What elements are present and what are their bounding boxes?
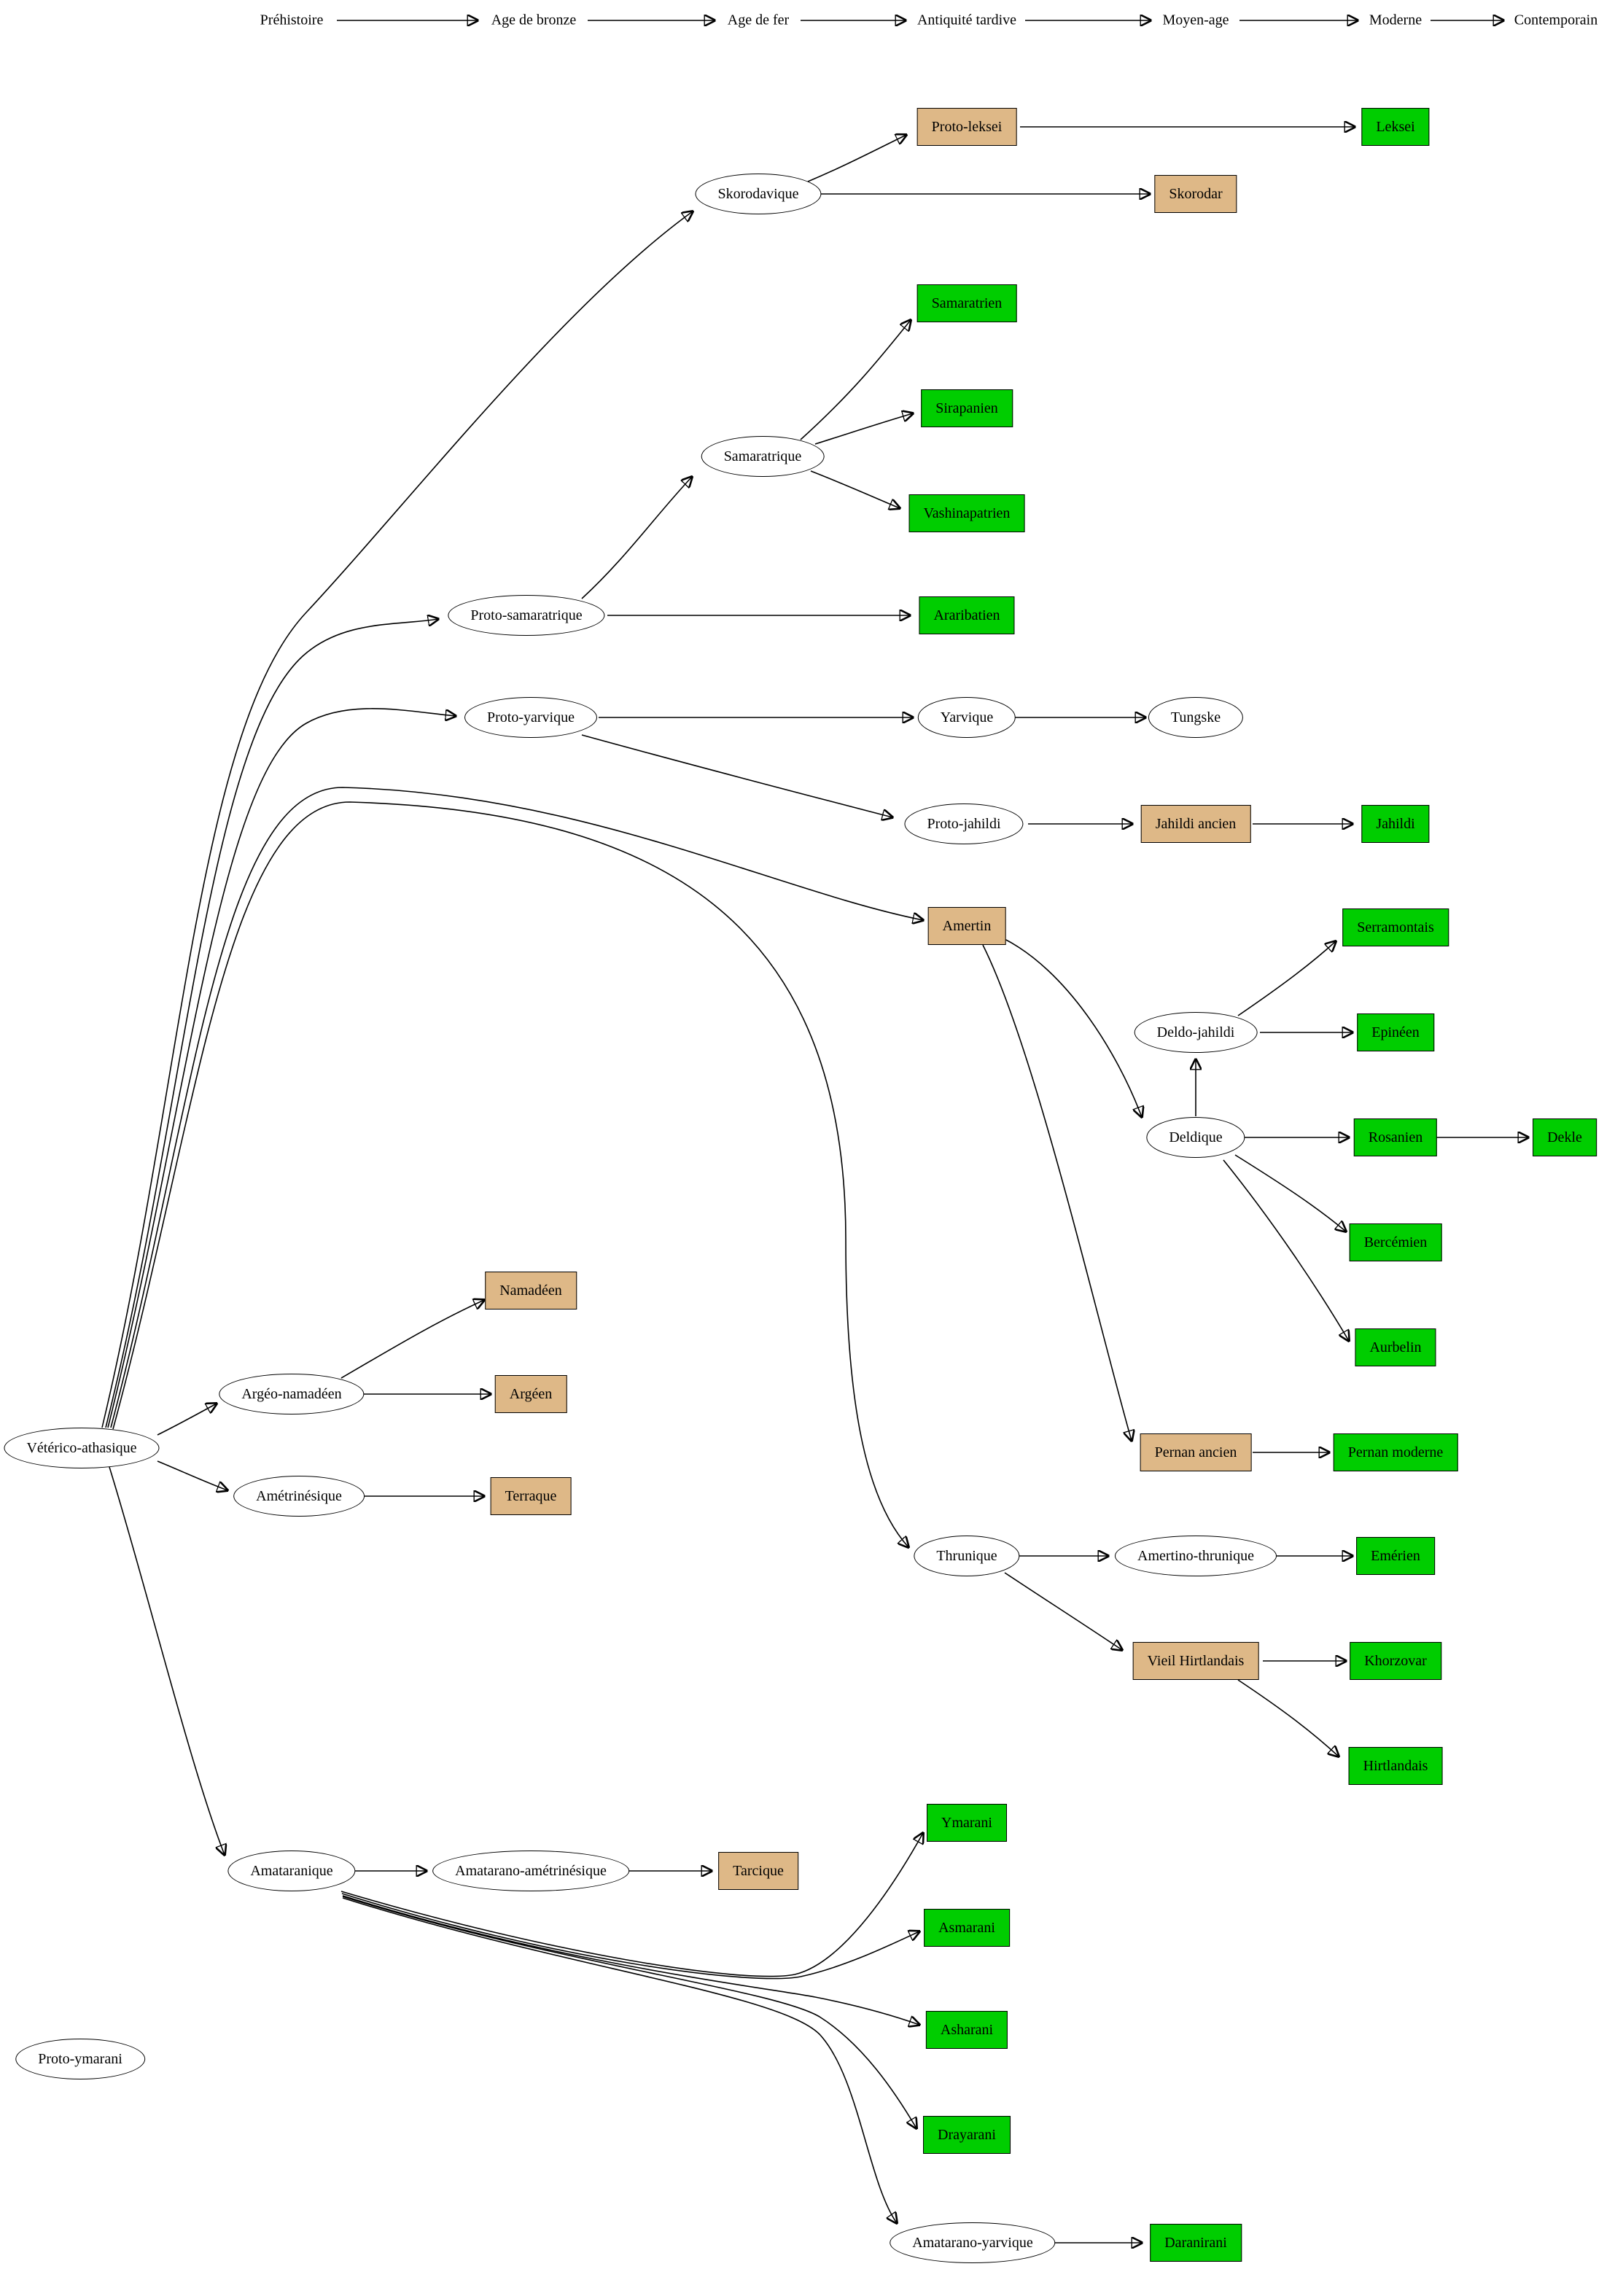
node-vieil-hirtlandais: Vieil Hirtlandais [1132, 1642, 1259, 1680]
node-khorzovar: Khorzovar [1350, 1642, 1441, 1680]
edge-deldo-jahildi-serramontais [1237, 941, 1336, 1016]
edge-veterico-athasique-argeo-namadeen [157, 1404, 217, 1436]
node-amatarano-yarvique: Amatarano-yarvique [890, 2222, 1056, 2263]
edge-veterico-athasique-skorodavique [101, 211, 693, 1428]
node-proto-jahildi: Proto-jahildi [904, 803, 1024, 844]
node-proto-ymarani: Proto-ymarani [15, 2039, 145, 2079]
edge-veterico-athasique-proto-samaratrique [105, 619, 438, 1428]
edge-vieil-hirtlandais-hirtlandais [1237, 1679, 1339, 1756]
node-argeen: Argéen [494, 1375, 567, 1413]
node-jahildi-ancien: Jahildi ancien [1140, 805, 1251, 843]
node-proto-leksei: Proto-leksei [916, 108, 1017, 146]
node-amatarano-ametrinesique: Amatarano-amétrinésique [432, 1851, 629, 1891]
timeline-period-age-de-fer: Age de fer [727, 12, 790, 28]
node-argeo-namadeen: Argéo-namadéen [219, 1374, 365, 1414]
node-tungske: Tungske [1148, 697, 1244, 738]
timeline-period-age-de-bronze: Age de bronze [491, 12, 577, 28]
node-yarvique: Yarvique [917, 697, 1016, 738]
node-sirapanien: Sirapanien [921, 389, 1013, 427]
node-samaratrien: Samaratrien [916, 284, 1017, 322]
node-daranirani: Daranirani [1150, 2224, 1242, 2262]
node-ametrinesique: Amétrinésique [233, 1476, 365, 1517]
node-dekle: Dekle [1533, 1118, 1597, 1156]
edge-samaratrique-sirapanien [814, 413, 913, 445]
node-epineen: Epinéen [1357, 1013, 1434, 1051]
node-leksei: Leksei [1361, 108, 1430, 146]
timeline-period-moderne: Moderne [1369, 12, 1422, 28]
node-tarcique: Tarcique [718, 1852, 798, 1890]
edge-veterico-athasique-ametrinesique [157, 1460, 227, 1490]
node-terraque: Terraque [490, 1477, 572, 1515]
node-bercemien: Bercémien [1349, 1223, 1442, 1261]
node-serramontais: Serramontais [1342, 908, 1449, 946]
edge-veterico-athasique-thrunique [112, 801, 908, 1547]
edge-deldique-bercemien [1234, 1154, 1346, 1231]
node-pernan-ancien: Pernan ancien [1140, 1433, 1252, 1471]
node-skorodar: Skorodar [1154, 175, 1237, 213]
node-proto-samaratrique: Proto-samaratrique [448, 595, 605, 636]
edge-amertin-deldique [1003, 938, 1142, 1117]
edge-skorodavique-proto-leksei [807, 135, 906, 182]
node-deldique: Deldique [1146, 1117, 1245, 1158]
node-asmarani: Asmarani [924, 1909, 1010, 1947]
node-asharani: Asharani [925, 2011, 1008, 2049]
edge-amataranique-ymarani [340, 1833, 923, 1977]
edge-amataranique-amatarano-yarvique [342, 1897, 897, 2223]
edge-samaratrique-vashinapatrien [810, 470, 900, 508]
edge-amataranique-drayarani [342, 1896, 916, 2128]
node-ymarani: Ymarani [927, 1804, 1007, 1842]
node-emerien: Emérien [1356, 1537, 1435, 1575]
edge-deldique-aurbelin [1223, 1159, 1349, 1341]
node-araribatien: Araribatien [919, 596, 1015, 634]
edge-thrunique-vieil-hirtlandais [1004, 1572, 1122, 1650]
edge-amertin-pernan-ancien [982, 944, 1132, 1441]
edge-proto-samaratrique-samaratrique [581, 477, 692, 599]
node-namadeen: Namadéen [485, 1272, 577, 1310]
node-samaratrique: Samaratrique [701, 436, 825, 477]
timeline-period-antiquite: Antiquité tardive [916, 12, 1017, 28]
node-vashinapatrien: Vashinapatrien [908, 494, 1025, 532]
edge-proto-yarvique-proto-jahildi [581, 734, 892, 817]
node-proto-yarvique: Proto-yarvique [464, 697, 597, 738]
node-drayarani: Drayarani [923, 2116, 1011, 2154]
node-pernan-moderne: Pernan moderne [1333, 1433, 1458, 1471]
node-amertin: Amertin [927, 907, 1006, 945]
edge-amataranique-asmarani [341, 1893, 919, 1980]
node-rosanien: Rosanien [1353, 1118, 1438, 1156]
edge-samaratrique-samaratrien [800, 320, 911, 440]
node-thrunique: Thrunique [914, 1536, 1020, 1576]
node-veterico-athasique: Vétérico-athasique [4, 1428, 160, 1468]
timeline-period-contemporain: Contemporain [1514, 12, 1598, 28]
edge-argeo-namadeen-namadeen [340, 1300, 484, 1379]
node-skorodavique: Skorodavique [695, 174, 822, 214]
node-jahildi: Jahildi [1361, 805, 1430, 843]
node-aurbelin: Aurbelin [1355, 1328, 1436, 1366]
edge-veterico-athasique-proto-yarvique [107, 708, 456, 1428]
node-deldo-jahildi: Deldo-jahildi [1134, 1012, 1258, 1053]
timeline-period-prehistoire: Préhistoire [260, 12, 324, 28]
edge-veterico-athasique-amataranique [109, 1466, 225, 1855]
node-amertino-thrunique: Amertino-thrunique [1115, 1536, 1277, 1576]
timeline-period-moyen-age: Moyen-age [1162, 12, 1229, 28]
node-hirtlandais: Hirtlandais [1348, 1747, 1443, 1785]
node-amataranique: Amataranique [227, 1851, 356, 1891]
edge-amataranique-asharani [342, 1895, 919, 2025]
edge-veterico-athasique-amertin [110, 787, 923, 1428]
